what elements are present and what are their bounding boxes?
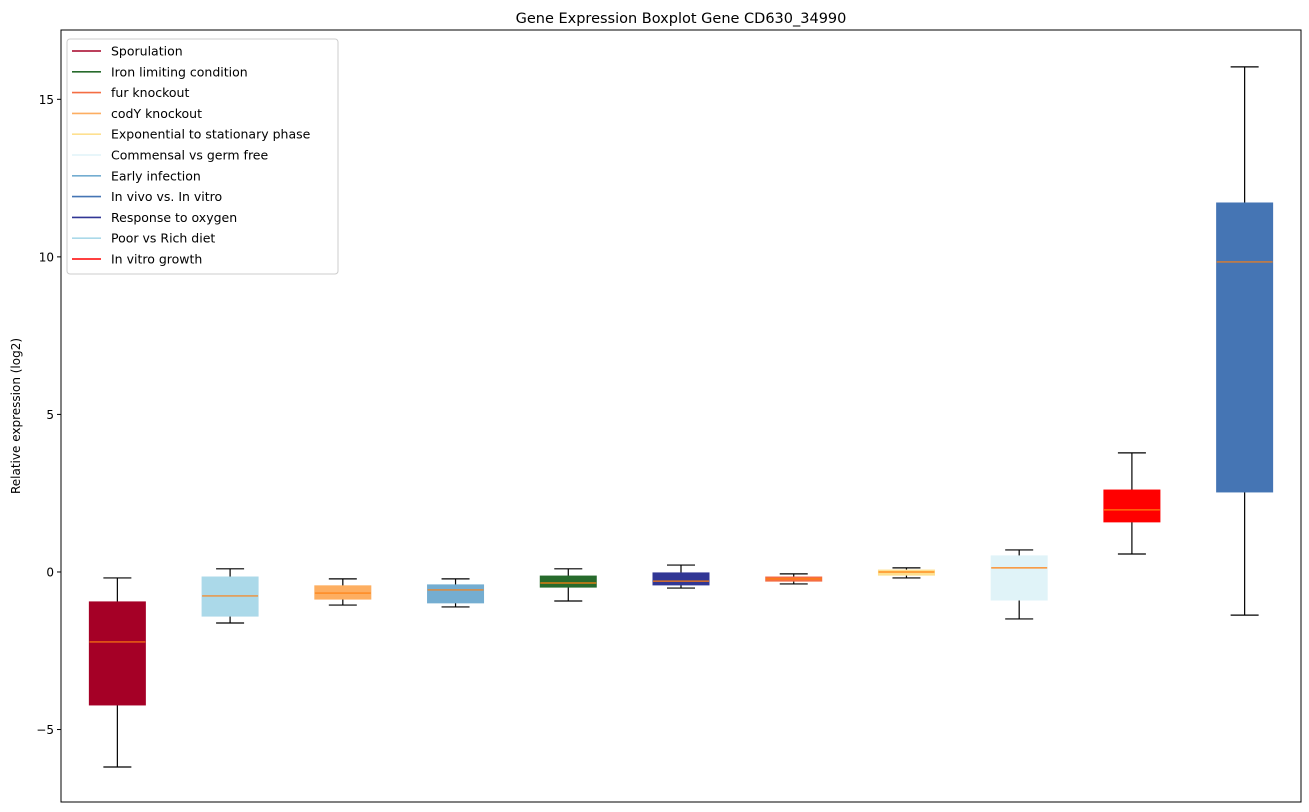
box-iqr <box>1216 202 1274 493</box>
box-iron-limiting-condition <box>539 568 597 602</box>
legend-label: Commensal vs germ free <box>111 148 268 163</box>
legend-label: In vivo vs. In vitro <box>111 189 222 204</box>
y-tick-label: 10 <box>39 250 54 264</box>
box-response-to-oxygen <box>652 564 710 589</box>
box-iqr <box>877 569 935 576</box>
box-iqr <box>990 555 1048 601</box>
box-in-vivo-vs-in-vitro <box>1216 66 1274 616</box>
plot-frame <box>60 29 1302 803</box>
y-axis-label: Relative expression (log2) <box>9 338 23 494</box>
box-poor-vs-rich-diet <box>201 568 259 624</box>
box-iqr <box>427 584 485 604</box>
box-early-infection <box>427 578 485 608</box>
legend-label: In vitro growth <box>111 252 202 267</box>
y-tick-label: 0 <box>46 565 54 579</box>
box-iqr <box>88 601 146 706</box>
legend-label: Exponential to stationary phase <box>111 127 311 142</box>
box-iqr <box>314 585 372 600</box>
box-iqr <box>652 572 710 586</box>
legend-label: Early infection <box>111 168 201 183</box>
legend-frame <box>66 38 339 275</box>
legend-label: Poor vs Rich diet <box>111 231 215 246</box>
y-tick-label: 5 <box>46 408 54 422</box>
box-exponential-to-stationary-phase <box>877 567 935 579</box>
legend-label: fur knockout <box>111 85 189 100</box>
box-iqr <box>201 576 259 617</box>
y-tick-label: 15 <box>39 93 54 107</box>
legend-label: Sporulation <box>111 44 183 59</box>
legend-label: Iron limiting condition <box>111 64 248 79</box>
box-commensal-vs-germ-free <box>990 549 1048 620</box>
box-cody-knockout <box>314 578 372 606</box>
box-iqr <box>539 575 597 588</box>
y-tick-label: −5 <box>36 723 54 737</box>
box-in-vitro-growth <box>1103 452 1161 555</box>
chart-title: Gene Expression Boxplot Gene CD630_34990 <box>516 11 847 27</box>
legend-label: codY knockout <box>111 106 202 121</box>
box-iqr <box>1103 489 1161 523</box>
box-sporulation <box>88 577 146 768</box>
box-fur-knockout <box>765 573 823 585</box>
legend-label: Response to oxygen <box>111 210 237 225</box>
